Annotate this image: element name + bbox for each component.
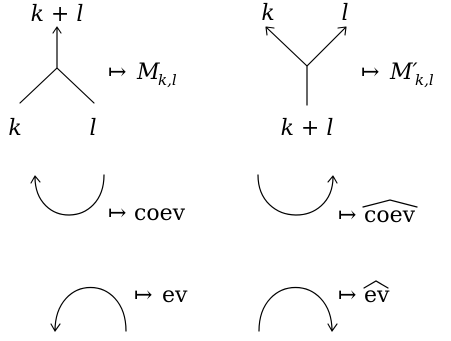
ev-cap-curve [54, 286, 127, 332]
coev-hat-cup-curve [257, 174, 334, 216]
coev-mapsto: ↦ [108, 201, 126, 226]
ev-hat-mapsto: ↦ [338, 283, 356, 308]
ev-hat-arrow-head [327, 323, 338, 332]
ev-label: ev [162, 283, 188, 308]
merge-map-sub: k,l [158, 71, 177, 89]
coev-cup [30, 174, 105, 216]
ev-hat-accent [363, 280, 389, 289]
coev-hat-arrow-head [327, 175, 338, 184]
ev-mapsto: ↦ [134, 283, 152, 308]
ev-hat-cap-curve [258, 286, 333, 332]
merge-leg-right [56, 67, 95, 104]
coev-hat-mapsto: ↦ [338, 203, 356, 228]
split-vertex [265, 26, 347, 106]
coev-label: coev [134, 201, 186, 226]
split-mapsto: ↦ [361, 60, 379, 85]
merge-bottom-right-label: l [89, 116, 96, 141]
split-bottom-label: k + l [281, 116, 334, 141]
split-leg-right [306, 27, 346, 67]
ev-arrow-head [50, 323, 61, 332]
ev-hat-cap [258, 286, 338, 332]
coev-arrow-head [30, 175, 41, 184]
coev-hat-cup [257, 174, 338, 216]
merge-leg-left [19, 67, 58, 104]
split-top-left-label: k [261, 1, 274, 26]
merge-mapsto: ↦ [108, 60, 126, 85]
split-arrow-left [265, 26, 275, 36]
split-top-right-label: l [341, 1, 348, 26]
coev-hat-label: coev [364, 203, 416, 228]
merge-top-label: k + l [31, 2, 84, 27]
merge-arrow-head [52, 26, 62, 34]
coev-cup-curve [34, 174, 105, 216]
merge-vertex [19, 26, 95, 104]
ev-cap [50, 286, 127, 332]
split-leg-left [266, 27, 308, 67]
split-arrow-right [337, 26, 347, 36]
merge-map-main: M [136, 60, 160, 85]
split-map-sub: k,l [415, 71, 434, 89]
merge-bottom-left-label: k [8, 116, 21, 141]
split-map-main: M′ [389, 60, 418, 85]
coev-hat-accent [362, 199, 418, 208]
